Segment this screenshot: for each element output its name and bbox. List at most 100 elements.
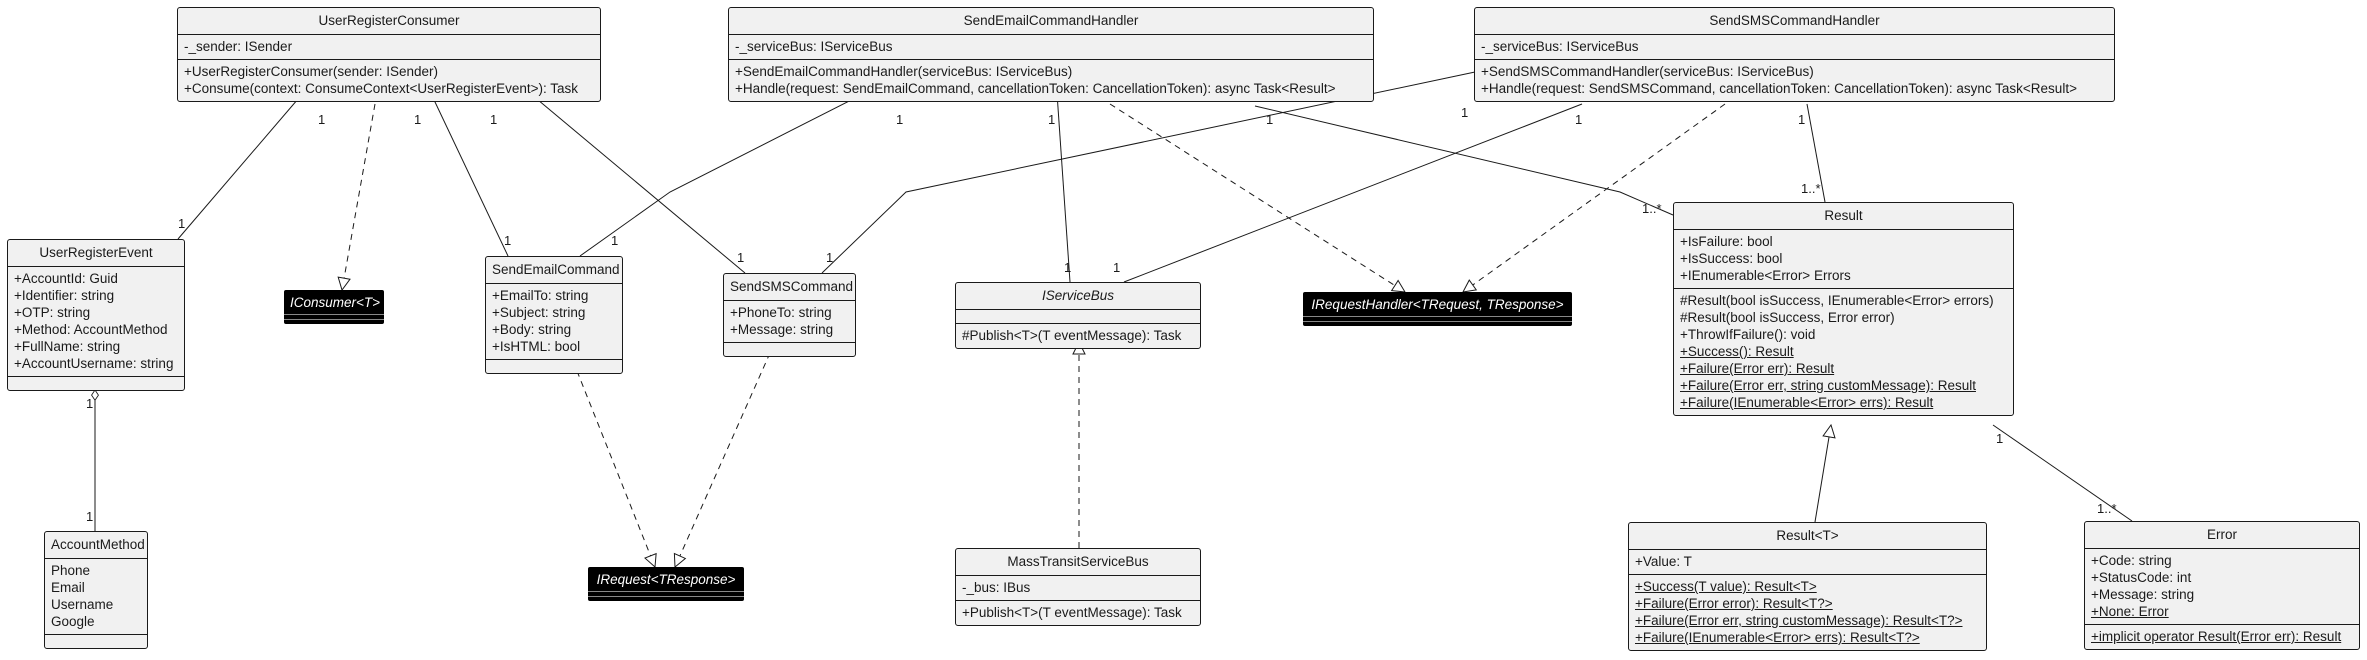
- mult-label: 1: [737, 250, 744, 265]
- fields-section: +Code: string +StatusCode: int +Message:…: [2085, 549, 2359, 625]
- class-userregisterevent[interactable]: UserRegisterEvent +AccountId: Guid +Iden…: [7, 239, 185, 391]
- enum-accountmethod[interactable]: AccountMethod Phone Email Username Googl…: [44, 531, 148, 649]
- method-row: +ThrowIfFailure(): void: [1680, 327, 1816, 342]
- field-row: +Message: string: [2091, 587, 2195, 602]
- field-row: +Subject: string: [492, 305, 586, 320]
- class-sendemailcommandhandler[interactable]: SendEmailCommandHandler -_serviceBus: IS…: [728, 7, 1374, 102]
- interface-name: IRequest<TResponse>: [588, 567, 744, 592]
- mult-label: 1: [490, 112, 497, 127]
- fields-section: +Value: T: [1629, 550, 1986, 575]
- method-row: +Handle(request: SendEmailCommand, cance…: [735, 81, 1336, 96]
- edge-smshandler-irequesthandler: [1463, 103, 1726, 292]
- mult-label: 1: [86, 396, 93, 411]
- class-sendemailcommand[interactable]: SendEmailCommand +EmailTo: string +Subje…: [485, 256, 623, 374]
- method-row: #Result(bool isSuccess, IEnumerable<Erro…: [1680, 293, 1994, 308]
- class-result-generic[interactable]: Result<T> +Value: T +Success(T value): R…: [1628, 522, 1987, 651]
- class-name: SendEmailCommand: [486, 257, 622, 284]
- method-row: +Handle(request: SendSMSCommand, cancell…: [1481, 81, 2077, 96]
- method-row: #Publish<T>(T eventMessage): Task: [962, 328, 1182, 343]
- mult-label: 1: [896, 112, 903, 127]
- field-row: +Method: AccountMethod: [14, 322, 168, 337]
- methods-section: [724, 343, 855, 356]
- fields-section: +EmailTo: string +Subject: string +Body:…: [486, 284, 622, 360]
- class-name: Result<T>: [1629, 523, 1986, 550]
- mult-label: 1: [1048, 112, 1055, 127]
- fields-section: -_sender: ISender: [178, 35, 600, 60]
- methods-section: +SendSMSCommandHandler(serviceBus: IServ…: [1475, 60, 2114, 101]
- fields-section: +PhoneTo: string +Message: string: [724, 301, 855, 343]
- mult-label: 1: [1461, 105, 1468, 120]
- mult-label: 1: [826, 250, 833, 265]
- class-error[interactable]: Error +Code: string +StatusCode: int +Me…: [2084, 521, 2360, 650]
- edge-consumer-iconsumer: [342, 103, 376, 290]
- method-row: +Consume(context: ConsumeContext<UserReg…: [184, 81, 579, 96]
- field-row: -_serviceBus: IServiceBus: [735, 39, 893, 54]
- mult-label: 1..*: [1642, 201, 1662, 216]
- fields-section: -_serviceBus: IServiceBus: [1475, 35, 2114, 60]
- interface-iconsumer[interactable]: IConsumer<T>: [284, 290, 384, 324]
- class-name: MassTransitServiceBus: [956, 549, 1200, 576]
- class-sendsmscommand[interactable]: SendSMSCommand +PhoneTo: string +Message…: [723, 273, 856, 357]
- mult-label: 1: [414, 112, 421, 127]
- mult-label: 1..*: [1801, 181, 1821, 196]
- class-masstransitservicebus[interactable]: MassTransitServiceBus -_bus: IBus +Publi…: [955, 548, 1201, 626]
- methods-section: +implicit operator Result(Error err): Re…: [2085, 625, 2359, 649]
- fields-section: [956, 310, 1200, 324]
- field-row: +Body: string: [492, 322, 572, 337]
- methods-section: #Result(bool isSuccess, IEnumerable<Erro…: [1674, 289, 2013, 415]
- method-row: +UserRegisterConsumer(sender: ISender): [184, 64, 438, 79]
- field-row: +IsHTML: bool: [492, 339, 581, 354]
- field-row: +Message: string: [730, 322, 834, 337]
- field-row: +PhoneTo: string: [730, 305, 832, 320]
- methods-section: +UserRegisterConsumer(sender: ISender) +…: [178, 60, 600, 101]
- class-name: SendSMSCommand: [724, 274, 855, 301]
- class-userregisterconsumer[interactable]: UserRegisterConsumer -_sender: ISender +…: [177, 7, 601, 102]
- field-row: +IsFailure: bool: [1680, 234, 1773, 249]
- method-row: +SendEmailCommandHandler(serviceBus: ISe…: [735, 64, 1073, 79]
- class-sendsmscommandhandler[interactable]: SendSMSCommandHandler -_serviceBus: ISer…: [1474, 7, 2115, 102]
- field-row: +Identifier: string: [14, 288, 115, 303]
- mult-label: 1: [1113, 260, 1120, 275]
- interface-name: IConsumer<T>: [284, 290, 384, 315]
- mult-label: 1: [504, 233, 511, 248]
- field-row: -_bus: IBus: [962, 580, 1031, 595]
- class-name: Result: [1674, 203, 2013, 230]
- edge-emailhandler-irequesthandler: [1109, 103, 1405, 292]
- methods-section: [8, 377, 184, 390]
- method-row: +Failure(Error error): Result<T?>: [1635, 596, 1833, 611]
- interface-irequest[interactable]: IRequest<TResponse>: [588, 567, 744, 601]
- methods-section: #Publish<T>(T eventMessage): Task: [956, 324, 1200, 348]
- method-row: +Failure(Error err): Result: [1680, 361, 1835, 376]
- field-row: +AccountId: Guid: [14, 271, 118, 286]
- methods-section: +Success(T value): Result<T> +Failure(Er…: [1629, 575, 1986, 650]
- field-row: +EmailTo: string: [492, 288, 589, 303]
- class-name: UserRegisterConsumer: [178, 8, 600, 35]
- method-row: +implicit operator Result(Error err): Re…: [2091, 629, 2342, 644]
- field-row: +AccountUsername: string: [14, 356, 174, 371]
- methods-section: [284, 320, 384, 324]
- methods-section: [45, 635, 147, 648]
- edge-emailcommand-irequest: [576, 370, 655, 567]
- mult-label: 1: [1266, 112, 1273, 127]
- edge-smshandler-result: [1806, 103, 1826, 203]
- method-row: #Result(bool isSuccess, Error error): [1680, 310, 1895, 325]
- interface-irequesthandler[interactable]: IRequestHandler<TRequest, TResponse>: [1303, 292, 1572, 326]
- edge-smscommand-irequest: [675, 352, 771, 567]
- interface-iservicebus[interactable]: IServiceBus #Publish<T>(T eventMessage):…: [955, 282, 1201, 349]
- values-section: Phone Email Username Google: [45, 559, 147, 635]
- class-result[interactable]: Result +IsFailure: bool +IsSuccess: bool…: [1673, 202, 2014, 416]
- fields-section: [588, 592, 744, 597]
- mult-label: 1: [611, 233, 618, 248]
- edge-emailhandler-result: [1254, 105, 1674, 216]
- method-row: +Failure(IEnumerable<Error> errs): Resul…: [1680, 395, 1934, 410]
- mult-label: 1: [1996, 431, 2003, 446]
- field-row: +OTP: string: [14, 305, 91, 320]
- fields-section: [284, 315, 384, 320]
- edge-result-error: [1992, 424, 2133, 522]
- method-row: +Publish<T>(T eventMessage): Task: [962, 605, 1182, 620]
- field-row: +StatusCode: int: [2091, 570, 2192, 585]
- mult-label: 1..*: [2097, 501, 2117, 516]
- field-row: -_serviceBus: IServiceBus: [1481, 39, 1639, 54]
- field-row: +None: Error: [2091, 604, 2169, 619]
